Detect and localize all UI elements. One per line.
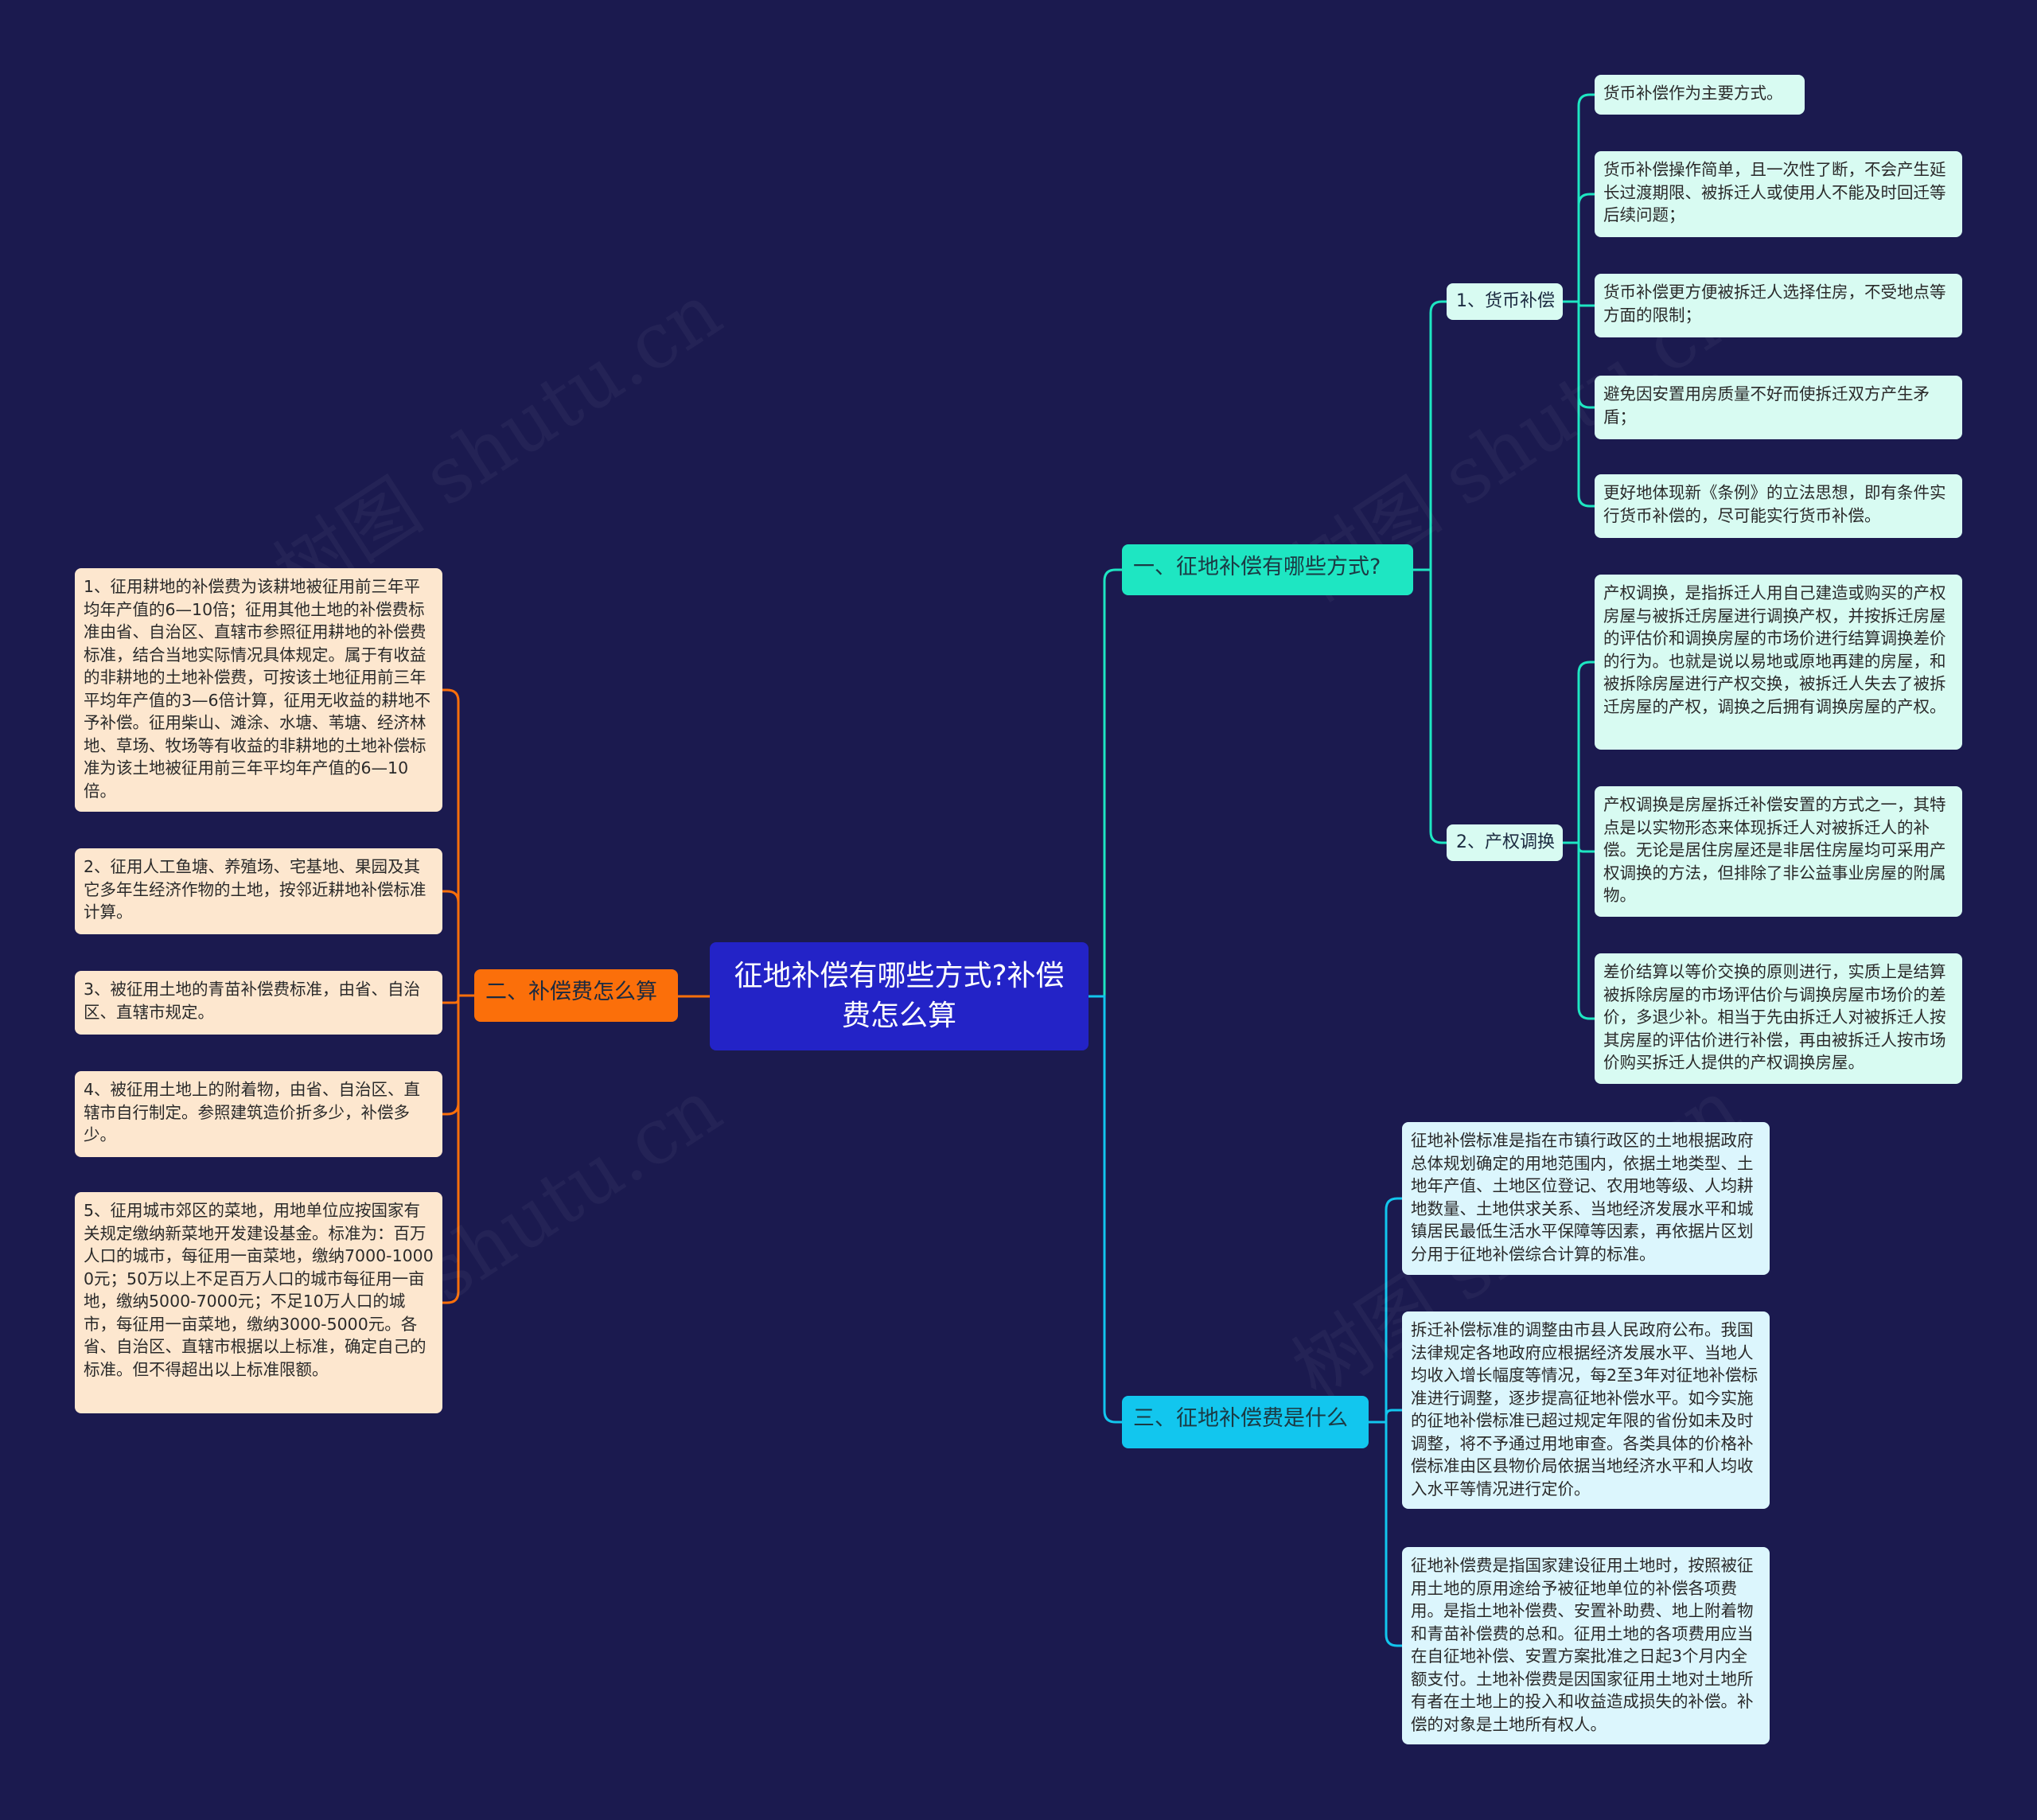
leaf-monetary-5[interactable]: 更好地体现新《条例》的立法思想，即有条件实行货币补偿的，尽可能实行货币补偿。 bbox=[1595, 474, 1962, 538]
root-topic-label: 征地补偿有哪些方式?补偿费怎么算 bbox=[734, 960, 1065, 1032]
leaf-text: 4、被征用土地上的附着物，由省、自治区、直辖市自行制定。参照建筑造价折多少，补偿… bbox=[84, 1080, 421, 1144]
leaf-exchange-1[interactable]: 产权调换，是指拆迁人用自己建造或购买的产权房屋与被拆迁房屋进行调换产权，并按拆迁… bbox=[1595, 575, 1962, 750]
link-branch2-leaf2 bbox=[442, 890, 474, 997]
leaf-exchange-3[interactable]: 差价结算以等价交换的原则进行，实质上是结算被拆除房屋的市场评估价与调换房屋市场价… bbox=[1595, 953, 1962, 1084]
leaf-exchange-2[interactable]: 产权调换是房屋拆迁补偿安置的方式之一，其特点是以实物形态来体现拆迁人对被拆迁人的… bbox=[1595, 786, 1962, 917]
leaf-text: 货币补偿更方便被拆迁人选择住房，不受地点等方面的限制； bbox=[1603, 283, 1946, 325]
leaf-text: 5、征用城市郊区的菜地，用地单位应按国家有关规定缴纳新菜地开发建设基金。标准为：… bbox=[84, 1201, 434, 1379]
link-branch2-leaf1 bbox=[442, 688, 474, 997]
leaf-text: 3、被征用土地的青苗补偿费标准，由省、自治区、直辖市规定。 bbox=[84, 980, 421, 1022]
link-sub1-leaf1 bbox=[1563, 93, 1595, 303]
root-topic[interactable]: 征地补偿有哪些方式?补偿费怎么算 bbox=[710, 942, 1089, 1050]
leaf-text: 货币补偿操作简单，且一次性了断，不会产生延长过渡期限、被拆迁人或使用人不能及时回… bbox=[1603, 160, 1946, 224]
leaf-text: 差价结算以等价交换的原则进行，实质上是结算被拆除房屋的市场评估价与调换房屋市场价… bbox=[1603, 962, 1946, 1072]
link-root-branch3 bbox=[1089, 995, 1122, 1424]
leaf-text: 拆迁补偿标准的调整由市县人民政府公布。我国法律规定各地政府应根据经济发展水平、当… bbox=[1411, 1320, 1759, 1498]
leaf-calc-1[interactable]: 1、征用耕地的补偿费为该耕地被征用前三年平均年产值的6—10倍；征用其他土地的补… bbox=[75, 568, 442, 812]
link-branch2-leaf5 bbox=[442, 994, 474, 1304]
branch-compensation-methods[interactable]: 一、征地补偿有哪些方式? bbox=[1122, 544, 1413, 595]
leaf-text: 征地补偿费是指国家建设征用土地时，按照被征用土地的原用途给予被征地单位的补偿各项… bbox=[1411, 1556, 1754, 1734]
leaf-text: 产权调换，是指拆迁人用自己建造或购买的产权房屋与被拆迁房屋进行调换产权，并按拆迁… bbox=[1603, 583, 1946, 716]
leaf-what-1[interactable]: 征地补偿标准是指在市镇行政区的土地根据政府总体规划确定的用地范围内，依据土地类型… bbox=[1402, 1122, 1770, 1275]
leaf-text: 2、征用人工鱼塘、养殖场、宅基地、果园及其它多年生经济作物的土地，按邻近耕地补偿… bbox=[84, 857, 426, 922]
leaf-monetary-4[interactable]: 避免因安置用房质量不好而使拆迁双方产生矛盾； bbox=[1595, 376, 1962, 439]
branch-how-to-calculate[interactable]: 二、补偿费怎么算 bbox=[474, 969, 678, 1022]
leaf-monetary-1[interactable]: 货币补偿作为主要方式。 bbox=[1595, 75, 1805, 115]
branch-what-is-compensation[interactable]: 三、征地补偿费是什么 bbox=[1122, 1396, 1369, 1448]
leaf-monetary-2[interactable]: 货币补偿操作简单，且一次性了断，不会产生延长过渡期限、被拆迁人或使用人不能及时回… bbox=[1595, 151, 1962, 237]
link-branch1-sub2 bbox=[1413, 568, 1447, 844]
leaf-text: 更好地体现新《条例》的立法思想，即有条件实行货币补偿的，尽可能实行货币补偿。 bbox=[1603, 483, 1946, 525]
leaf-text: 1、征用耕地的补偿费为该耕地被征用前三年平均年产值的6—10倍；征用其他土地的补… bbox=[84, 577, 431, 801]
sub-label: 1、货币补偿 bbox=[1456, 291, 1555, 311]
leaf-text: 产权调换是房屋拆迁补偿安置的方式之一，其特点是以实物形态来体现拆迁人对被拆迁人的… bbox=[1603, 795, 1946, 905]
branch-label: 三、征地补偿费是什么 bbox=[1133, 1406, 1348, 1431]
leaf-calc-3[interactable]: 3、被征用土地的青苗补偿费标准，由省、自治区、直辖市规定。 bbox=[75, 971, 442, 1035]
leaf-monetary-3[interactable]: 货币补偿更方便被拆迁人选择住房，不受地点等方面的限制； bbox=[1595, 274, 1962, 337]
leaf-what-2[interactable]: 拆迁补偿标准的调整由市县人民政府公布。我国法律规定各地政府应根据经济发展水平、当… bbox=[1402, 1311, 1770, 1509]
leaf-text: 货币补偿作为主要方式。 bbox=[1603, 84, 1783, 103]
link-sub2-leaf3 bbox=[1563, 841, 1595, 1020]
sub-monetary-compensation[interactable]: 1、货币补偿 bbox=[1447, 283, 1563, 320]
link-sub1-leaf2 bbox=[1563, 193, 1595, 303]
link-branch1-sub1 bbox=[1413, 300, 1447, 571]
leaf-calc-4[interactable]: 4、被征用土地上的附着物，由省、自治区、直辖市自行制定。参照建筑造价折多少，补偿… bbox=[75, 1071, 442, 1157]
sub-property-exchange[interactable]: 2、产权调换 bbox=[1447, 824, 1563, 861]
branch-label: 一、征地补偿有哪些方式? bbox=[1133, 555, 1381, 579]
leaf-calc-5[interactable]: 5、征用城市郊区的菜地，用地单位应按国家有关规定缴纳新菜地开发建设基金。标准为：… bbox=[75, 1192, 442, 1413]
link-branch3-leaf2 bbox=[1369, 1409, 1402, 1424]
link-sub2-leaf1 bbox=[1563, 661, 1595, 844]
leaf-text: 避免因安置用房质量不好而使拆迁双方产生矛盾； bbox=[1603, 384, 1930, 427]
leaf-calc-2[interactable]: 2、征用人工鱼塘、养殖场、宅基地、果园及其它多年生经济作物的土地，按邻近耕地补偿… bbox=[75, 848, 442, 934]
branch-label: 二、补偿费怎么算 bbox=[485, 980, 657, 1004]
link-sub1-leaf5 bbox=[1563, 300, 1595, 508]
leaf-text: 征地补偿标准是指在市镇行政区的土地根据政府总体规划确定的用地范围内，依据土地类型… bbox=[1411, 1131, 1754, 1264]
leaf-what-3[interactable]: 征地补偿费是指国家建设征用土地时，按照被征用土地的原用途给予被征地单位的补偿各项… bbox=[1402, 1547, 1770, 1744]
sub-label: 2、产权调换 bbox=[1456, 832, 1555, 852]
link-branch3-leaf3 bbox=[1369, 1421, 1402, 1647]
link-root-branch1 bbox=[1089, 568, 1122, 998]
link-branch3-leaf1 bbox=[1369, 1197, 1402, 1424]
